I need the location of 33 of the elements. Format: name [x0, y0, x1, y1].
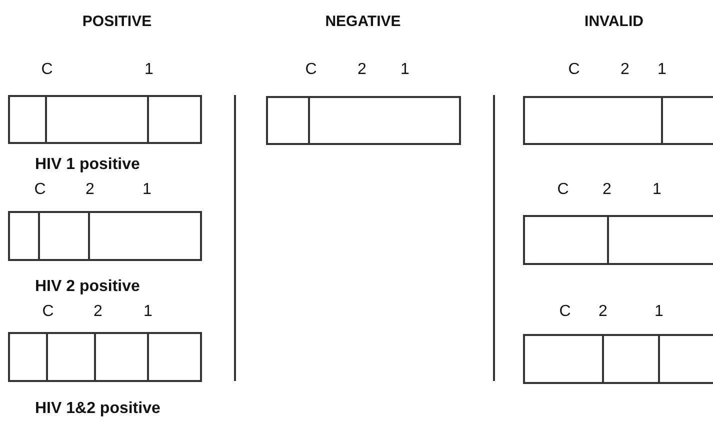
band-letter: 1 — [400, 62, 410, 78]
band-letter: 2 — [620, 62, 630, 78]
test-strip — [8, 332, 202, 382]
test-strip — [266, 96, 461, 145]
band-letter: 2 — [94, 304, 102, 320]
band-letter: 1 — [652, 182, 662, 198]
result-caption: HIV 2 positive — [35, 279, 140, 295]
band-letter: C — [42, 304, 54, 320]
test-strip — [8, 95, 202, 144]
band-letter: 2 — [602, 182, 612, 198]
column-heading: POSITIVE — [82, 14, 152, 29]
band-letter: C — [34, 182, 46, 198]
band-letter: C — [557, 182, 569, 198]
band-letter: C — [41, 62, 53, 78]
band-letter: 1 — [142, 182, 152, 198]
test-strip — [523, 215, 713, 265]
band-letter: C — [305, 62, 317, 78]
band-letter: 2 — [358, 62, 366, 78]
band-letter: 2 — [86, 182, 94, 198]
band-letter: 1 — [144, 62, 154, 78]
test-strip — [523, 96, 713, 145]
result-caption: HIV 1&2 positive — [35, 401, 160, 417]
result-caption: HIV 1 positive — [35, 157, 140, 173]
test-strip — [8, 211, 202, 261]
test-strip — [523, 334, 713, 384]
band-letter: 1 — [658, 62, 666, 78]
band-letter: 1 — [654, 304, 664, 320]
band-letter: C — [559, 304, 571, 320]
column-heading: NEGATIVE — [325, 14, 401, 29]
column-heading: INVALID — [584, 14, 644, 29]
band-letter: C — [568, 62, 580, 78]
band-letter: 1 — [144, 304, 152, 320]
band-letter: 2 — [598, 304, 608, 320]
